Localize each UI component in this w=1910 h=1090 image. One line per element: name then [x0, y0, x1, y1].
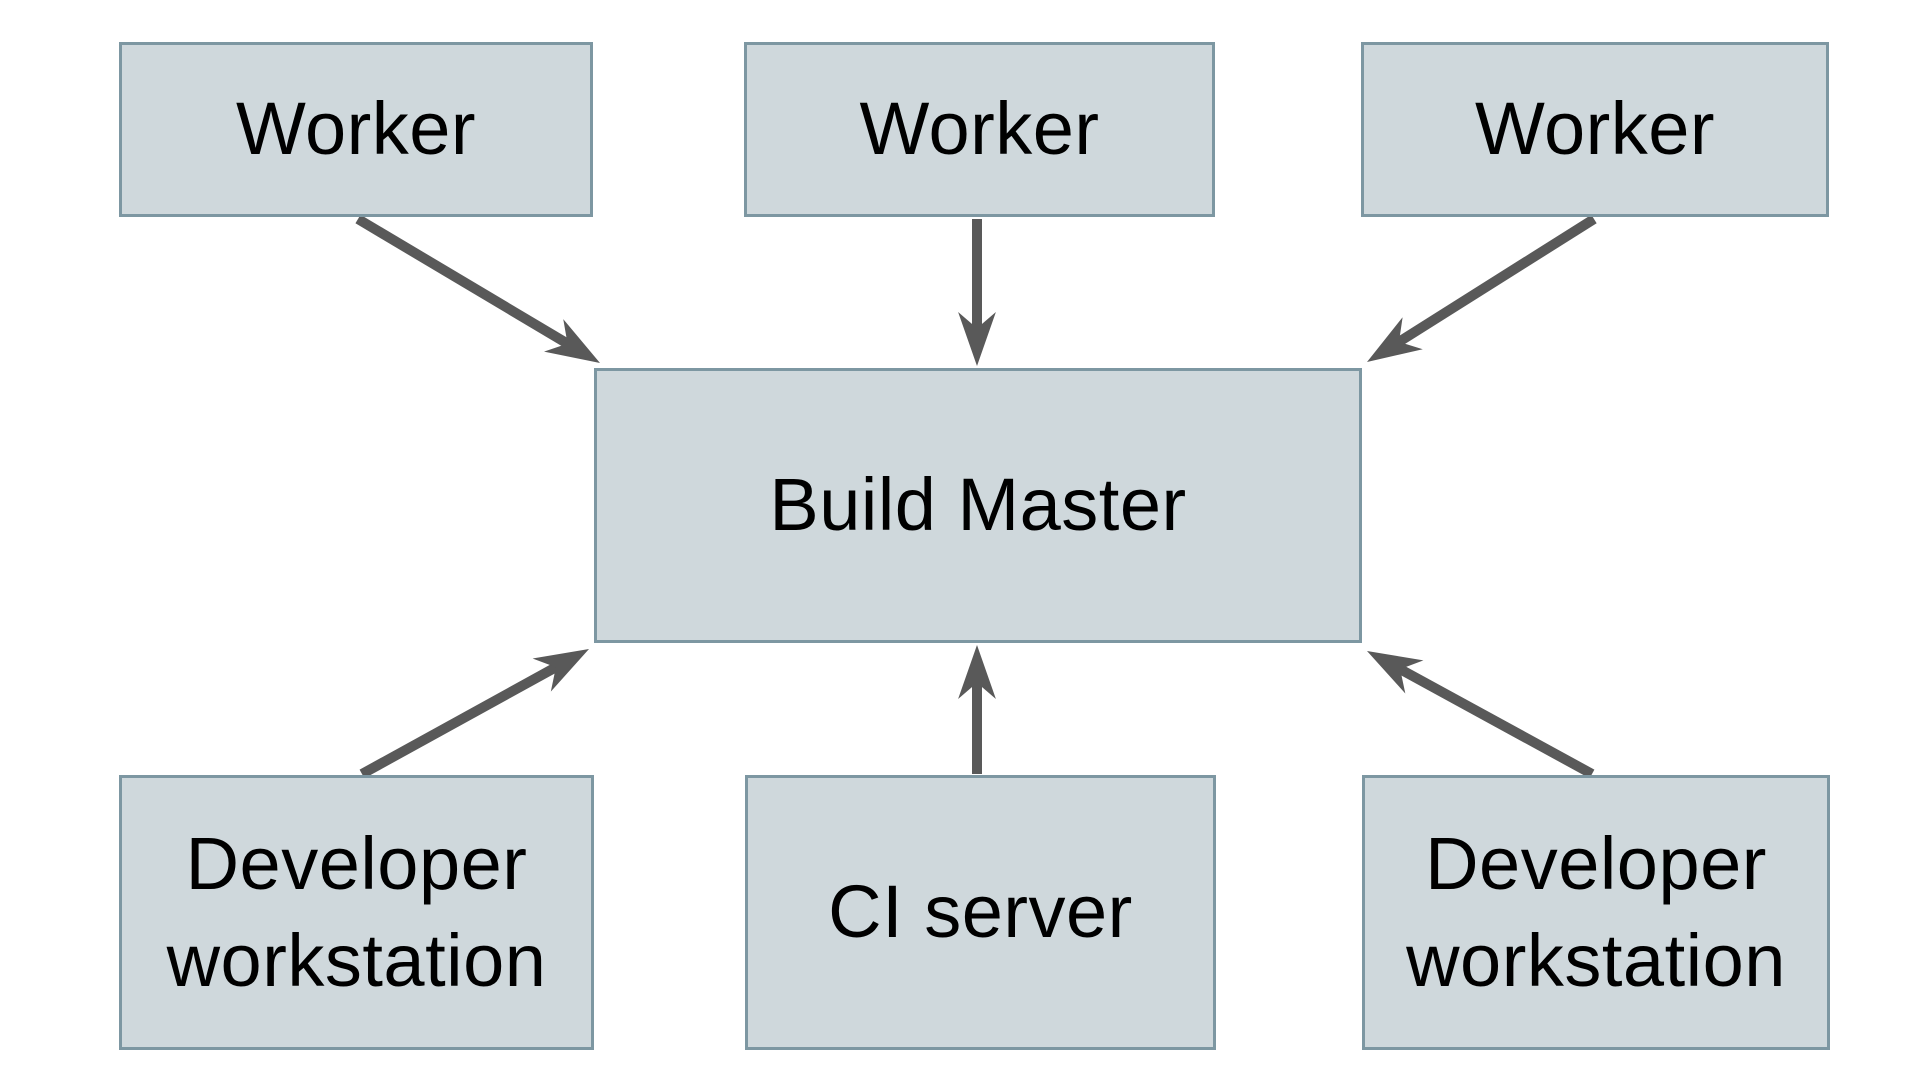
node-label-worker-2: Worker: [859, 87, 1100, 171]
node-label-ci-server: CI server: [828, 870, 1133, 954]
node-developer-workstation-right: Developer workstation: [1362, 775, 1830, 1050]
node-build-master: Build Master: [594, 368, 1362, 643]
node-worker-1: Worker: [119, 42, 593, 217]
node-worker-3: Worker: [1361, 42, 1829, 217]
node-label-worker-1: Worker: [235, 87, 477, 171]
edge-worker-1-to-build-master: [355, 214, 600, 363]
node-label-worker-3: Worker: [1474, 87, 1716, 171]
node-label-developer-workstation-right: Developer workstation: [1406, 822, 1786, 1002]
edge-worker-3-to-build-master: [1367, 214, 1597, 363]
node-developer-workstation-left: Developer workstation: [119, 775, 594, 1050]
edge-developer-workstation-right-to-build-master: [1366, 650, 1595, 779]
node-label-developer-workstation-left: Developer workstation: [166, 822, 547, 1002]
edge-developer-workstation-left-to-build-master: [359, 648, 589, 779]
node-worker-2: Worker: [744, 42, 1215, 217]
node-ci-server: CI server: [745, 775, 1216, 1050]
node-label-build-master: Build Master: [769, 463, 1187, 547]
